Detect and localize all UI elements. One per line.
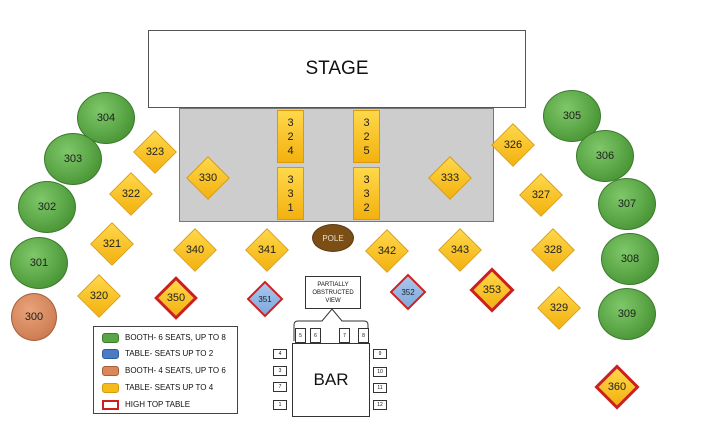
- booth-300[interactable]: 300: [11, 293, 57, 341]
- bar-seat-left-2[interactable]: 3: [273, 366, 287, 376]
- table-320[interactable]: 320: [77, 274, 121, 318]
- table-321[interactable]: 321: [90, 222, 134, 266]
- bar-seat-5[interactable]: 5: [295, 328, 306, 343]
- bar-seat-right-1[interactable]: 9: [373, 349, 387, 359]
- booth-307[interactable]: 307: [598, 178, 656, 230]
- booth-303[interactable]: 303: [44, 133, 102, 185]
- bar-seat-right-2[interactable]: 10: [373, 367, 387, 377]
- legend-swatch: [102, 382, 119, 393]
- bar-seat-left-1[interactable]: 4: [273, 349, 287, 359]
- legend-swatch: [102, 332, 119, 343]
- high-top-table-360[interactable]: 360: [594, 364, 640, 410]
- obstructed-view-label: PARTIALLY OBSTRUCTED VIEW: [305, 276, 361, 309]
- bar-label: BAR: [313, 370, 349, 389]
- bar-seat-right-4[interactable]: 12: [373, 400, 387, 410]
- table-341[interactable]: 341: [245, 228, 289, 272]
- stage-label: STAGE: [305, 58, 369, 79]
- booth-302[interactable]: 302: [18, 181, 76, 233]
- pole: POLE: [312, 224, 354, 252]
- bar-seat-7[interactable]: 7: [339, 328, 350, 343]
- high-top-table-353[interactable]: 353: [469, 267, 515, 313]
- table-322[interactable]: 322: [109, 172, 153, 216]
- table-326[interactable]: 326: [491, 123, 535, 167]
- booth-306[interactable]: 306: [576, 130, 634, 182]
- table-330[interactable]: 330: [186, 156, 230, 200]
- table-323[interactable]: 323: [133, 130, 177, 174]
- booth-309[interactable]: 309: [598, 288, 656, 340]
- booth-308[interactable]: 308: [601, 233, 659, 285]
- bar-seat-6[interactable]: 6: [310, 328, 321, 343]
- obstructed-bracket: [293, 308, 369, 341]
- bar-seat-left-3[interactable]: 7: [273, 382, 287, 392]
- table-342[interactable]: 342: [365, 229, 409, 273]
- booth-301[interactable]: 301: [10, 237, 68, 289]
- legend-item-high-top: HIGH TOP TABLE: [102, 399, 190, 410]
- bar-seat-right-3[interactable]: 11: [373, 383, 387, 393]
- legend-swatch: [102, 399, 119, 410]
- table-327[interactable]: 327: [519, 173, 563, 217]
- legend-swatch: [102, 365, 119, 376]
- legend-item-table-2: TABLE- SEATS UP TO 2: [102, 348, 213, 359]
- legend-swatch: [102, 348, 119, 359]
- table-343[interactable]: 343: [438, 228, 482, 272]
- high-top-table-351[interactable]: 351: [245, 279, 285, 319]
- bar-seat-8[interactable]: 8: [358, 328, 369, 343]
- stage: STAGE: [148, 30, 526, 108]
- high-top-table-350[interactable]: 350: [154, 276, 198, 320]
- legend-item-table-4: TABLE- SEATS UP TO 4: [102, 382, 213, 393]
- bar: BAR: [292, 343, 370, 417]
- legend-item-booth-4: BOOTH- 4 SEATS, UP TO 6: [102, 365, 226, 376]
- table-333[interactable]: 333: [428, 156, 472, 200]
- bar-seat-left-4[interactable]: 1: [273, 400, 287, 410]
- legend: BOOTH- 6 SEATS, UP TO 8 TABLE- SEATS UP …: [93, 326, 238, 414]
- table-329[interactable]: 329: [537, 286, 581, 330]
- high-top-table-352[interactable]: 352: [388, 272, 428, 312]
- table-328[interactable]: 328: [531, 228, 575, 272]
- table-340[interactable]: 340: [173, 228, 217, 272]
- legend-item-booth-6: BOOTH- 6 SEATS, UP TO 8: [102, 332, 226, 343]
